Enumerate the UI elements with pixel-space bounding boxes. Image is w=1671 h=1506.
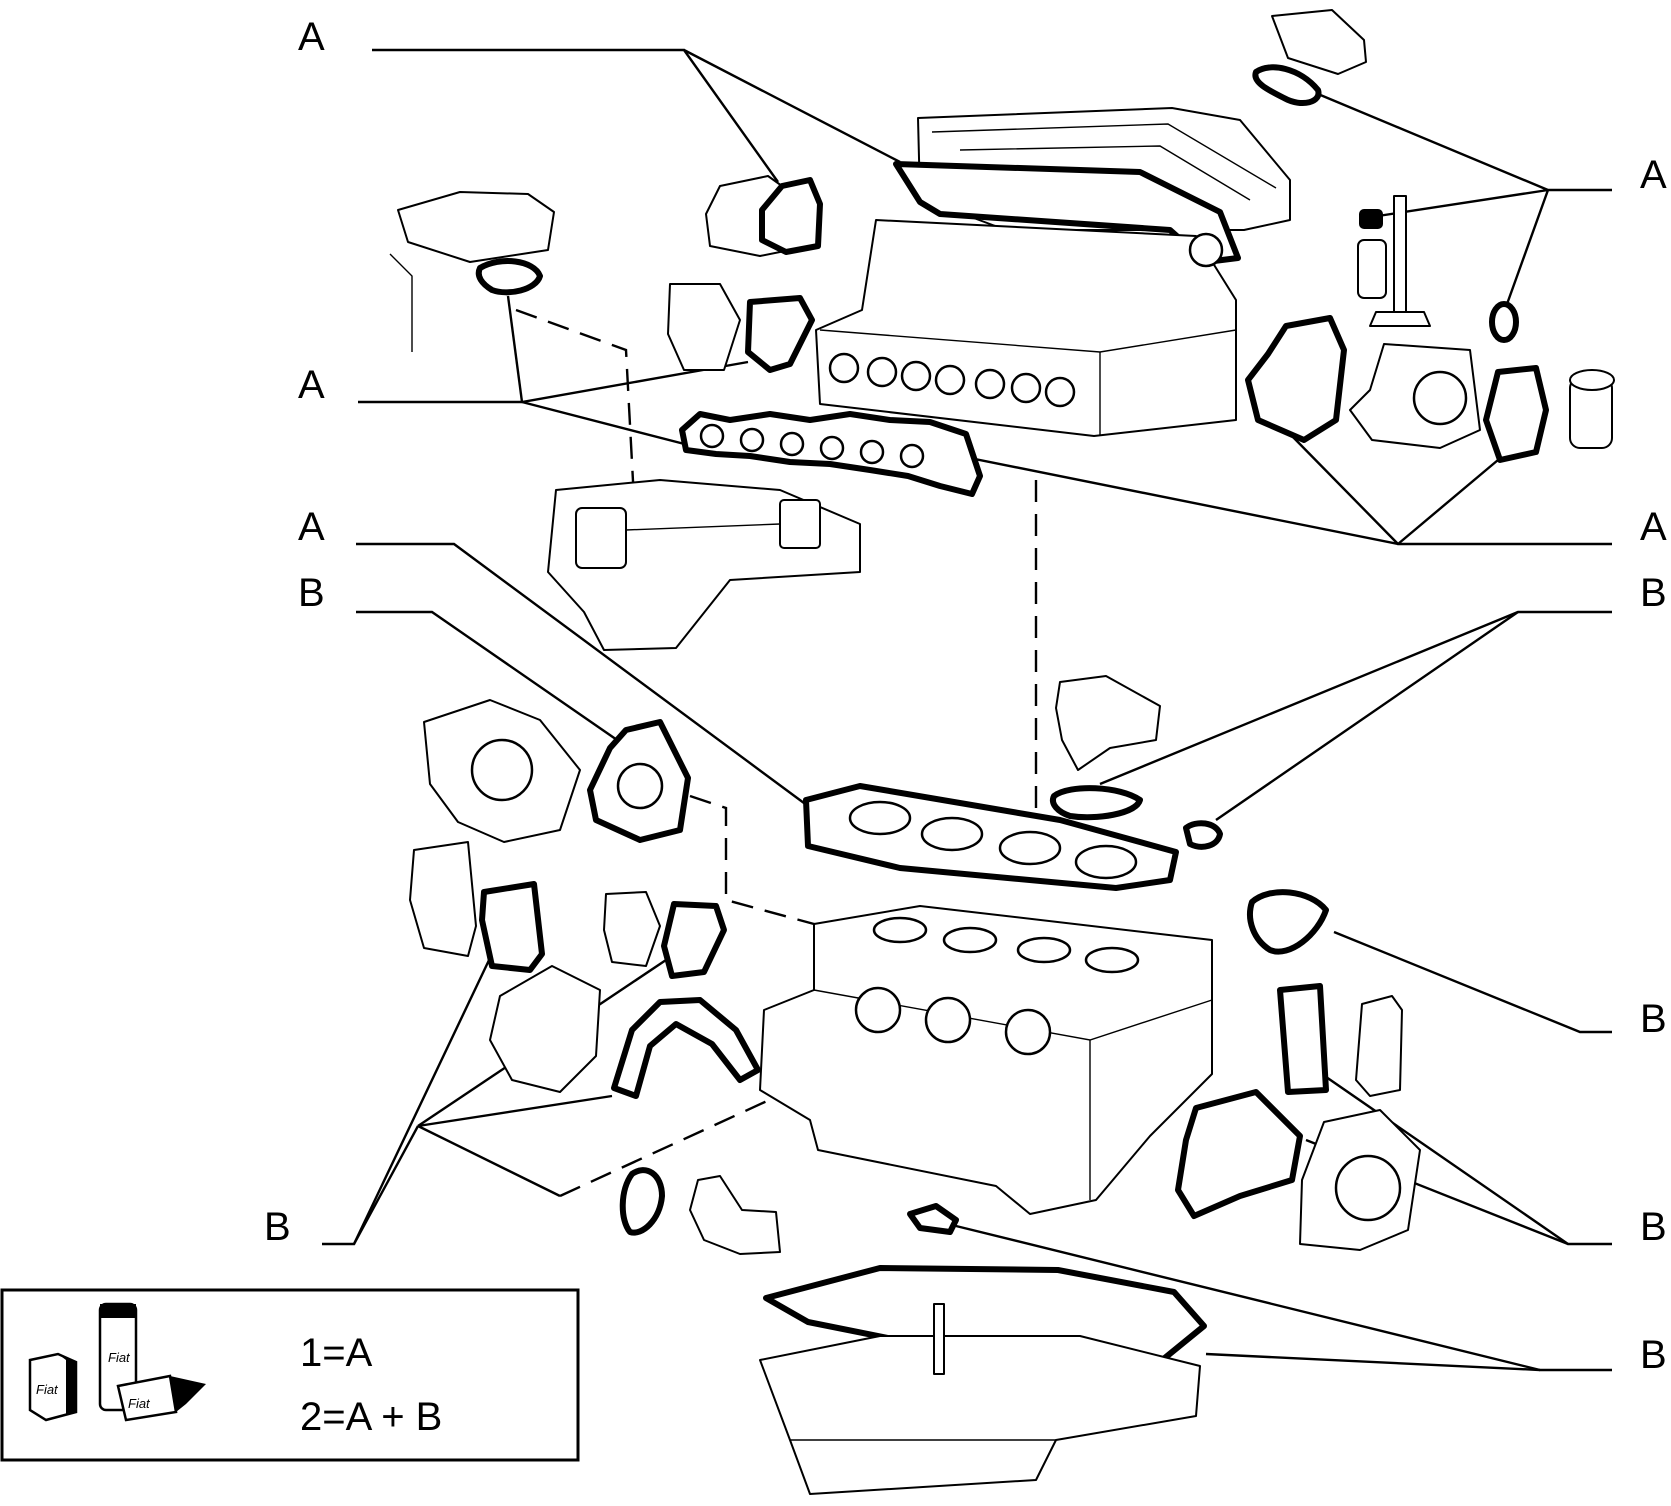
- leader-a-head-gasket: [356, 542, 809, 807]
- front-cover-gasket: [611, 997, 761, 1099]
- bracket-gasket-top-left: [759, 177, 823, 255]
- pipe-flange: [689, 1175, 781, 1255]
- head-gasket-bores: [848, 800, 1138, 880]
- brand-label-box-left: Fiat: [36, 1382, 59, 1397]
- callout-label-b-left-lower: B: [264, 1205, 291, 1249]
- callout-labels: A A A A A B B B B B B: [264, 15, 1667, 1377]
- oil-filter-cover: [397, 191, 555, 263]
- callout-label-a-top-right: A: [1640, 153, 1667, 197]
- side-cover-right: [1355, 995, 1403, 1097]
- lower-assembly: [409, 675, 1421, 1495]
- dipstick-tube: [389, 253, 413, 352]
- leader-b-left-lower-3: [417, 1094, 613, 1128]
- callout-label-a-head-gasket: A: [298, 505, 325, 549]
- cover-plate-gasket-left: [479, 881, 545, 973]
- flange-gasket-mid-left: [745, 295, 815, 373]
- callout-label-a-top-left: A: [298, 15, 325, 59]
- leader-a-mid-left-3: [521, 400, 701, 450]
- cover-plate-left: [409, 841, 477, 957]
- callout-label-b-right-2: B: [1640, 997, 1667, 1041]
- valve-stem-seal: [1359, 209, 1383, 229]
- o-ring-right: [1489, 301, 1519, 343]
- rear-main-seal-carrier-gasket: [1175, 1089, 1303, 1219]
- water-pump-gasket-left: [1245, 315, 1347, 443]
- leader-a-top-right-1: [1317, 92, 1612, 192]
- leader-a-mid-right-1: [1289, 433, 1612, 546]
- callout-label-a-mid-left: A: [298, 363, 325, 407]
- leader-b-left-lower-1: [322, 957, 492, 1246]
- timing-cover-left: [489, 965, 601, 1093]
- flange-mid-left: [667, 283, 741, 371]
- thermostat-seal-ring: [1252, 64, 1322, 107]
- leader-b-right-2: [1333, 930, 1612, 1034]
- water-pump-housing: [1349, 343, 1615, 449]
- gasket-kit-packaging-icon: Fiat Fiat Fiat: [28, 1302, 206, 1422]
- callout-label-b-right-3: B: [1640, 1205, 1667, 1249]
- distributor-drive-cover: [1055, 675, 1161, 771]
- engine-block: [759, 905, 1213, 1215]
- leader-b-left-lower-5: [352, 1125, 420, 1245]
- callout-label-b-right-1: B: [1640, 571, 1667, 615]
- leader-a-top-left-1: [372, 48, 779, 183]
- cylinder-head: [815, 219, 1237, 437]
- brand-label-tube: Fiat: [108, 1350, 131, 1365]
- callout-label-b-left-upper: B: [298, 571, 325, 615]
- pipe-flange-gasket: [619, 1167, 665, 1236]
- legend-box: Fiat Fiat Fiat 1=A 2=A + B: [0, 1288, 580, 1462]
- legend-line-kit-1: 1=A: [300, 1331, 373, 1375]
- exhaust-manifold: [547, 479, 861, 651]
- leader-b-right-1-1: [1099, 610, 1612, 786]
- callout-label-b-right-4: B: [1640, 1333, 1667, 1377]
- distributor-seal-large: [1050, 785, 1143, 821]
- oil-pan: [759, 1303, 1201, 1495]
- side-cover-gasket-right: [1277, 983, 1329, 1095]
- leader-a-top-left-2: [683, 48, 901, 164]
- oil-filter-gasket: [475, 258, 543, 296]
- leader-b-right-1-2: [1215, 611, 1519, 821]
- leader-b-left-lower-4: [417, 1124, 561, 1198]
- flange-lower-left: [603, 891, 661, 967]
- brand-label-box-right: Fiat: [128, 1396, 151, 1411]
- legend-line-kit-2: 2=A + B: [300, 1395, 442, 1439]
- exhaust-manifold-gasket-ports: [699, 423, 925, 469]
- leader-b-right-4-2: [1205, 1352, 1541, 1372]
- seal-right-upper: [1247, 889, 1329, 955]
- leader-a-mid-right-3: [929, 448, 1399, 546]
- water-pump-gasket-right: [1483, 365, 1549, 463]
- valve-assembly: [1357, 195, 1431, 327]
- callout-label-a-mid-right: A: [1640, 505, 1667, 549]
- leader-b-left-upper: [356, 610, 621, 743]
- flange-gasket-lower-left: [661, 901, 727, 979]
- legend-frame: [0, 1288, 580, 1462]
- upper-assembly: [389, 9, 1615, 651]
- dashed-alignment-flange: [689, 794, 837, 932]
- small-bracket-gasket-lower: [907, 1203, 959, 1235]
- water-pump-left: [423, 699, 581, 843]
- leader-a-mid-left-2: [506, 295, 524, 403]
- thermostat-cover: [1271, 9, 1367, 75]
- leader-a-mid-right-2: [1397, 459, 1499, 545]
- leader-a-top-right-3: [1500, 189, 1550, 319]
- distributor-seal-small: [1183, 820, 1223, 850]
- dashed-alignment-manifold: [515, 308, 636, 501]
